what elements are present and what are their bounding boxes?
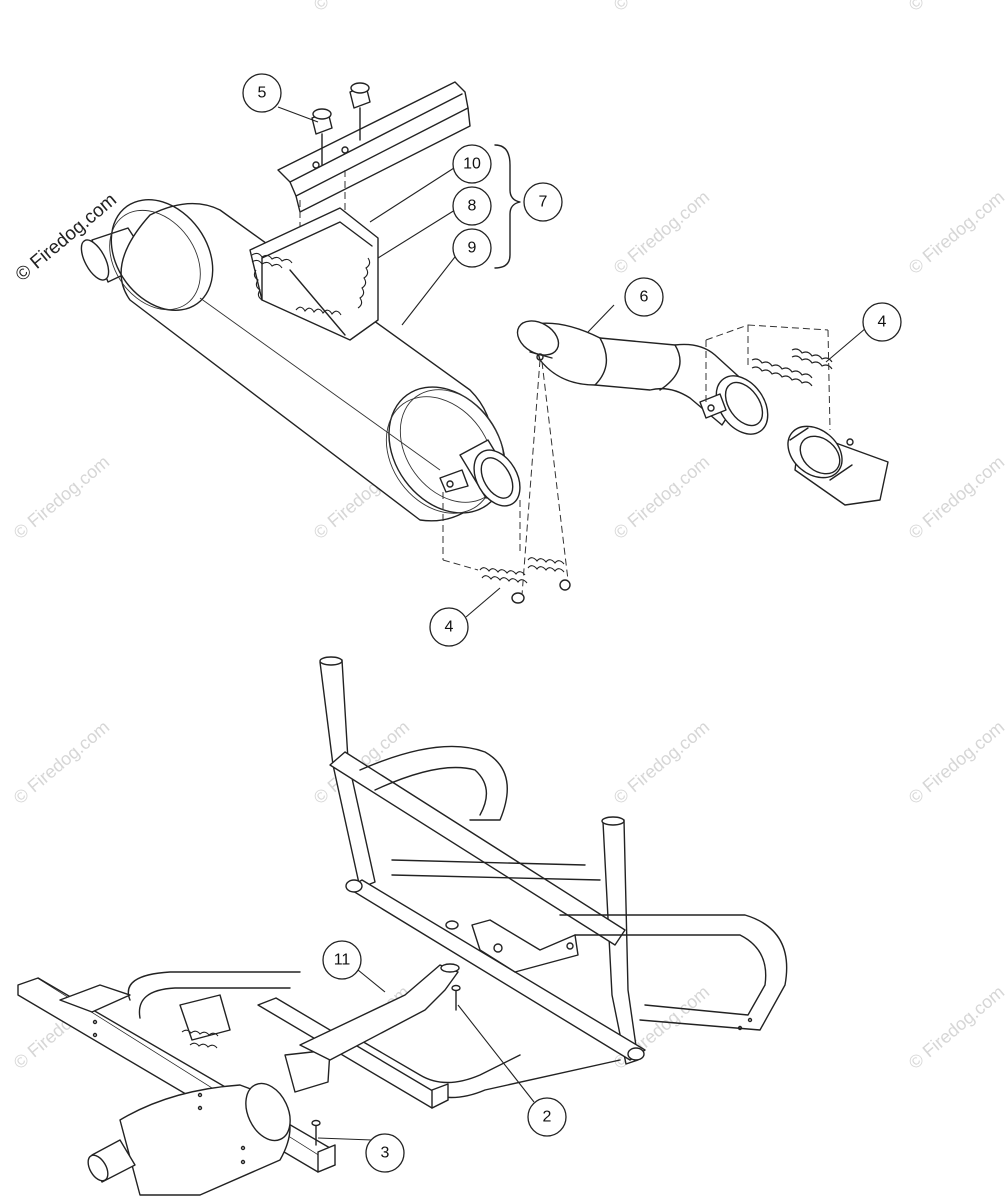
callout-3: 3: [365, 1133, 405, 1173]
callout-7: 7: [523, 182, 563, 222]
callout-11: 11: [322, 940, 362, 980]
watermark: © Firedog.com: [610, 187, 713, 278]
callout-6: 6: [624, 277, 664, 317]
watermark: © Firedog.com: [10, 717, 113, 808]
svg-text:6: 6: [640, 289, 649, 306]
watermark: © Firedog.com: [10, 452, 113, 543]
svg-text:10: 10: [463, 156, 481, 173]
watermark: © Firedog.com: [610, 717, 713, 808]
svg-text:3: 3: [381, 1145, 390, 1162]
svg-text:9: 9: [468, 240, 477, 257]
svg-text:4: 4: [445, 619, 454, 636]
callout-4-lower: 4: [429, 607, 469, 647]
leader-lines: [277, 106, 867, 1141]
callout-2: 2: [527, 1097, 567, 1137]
watermark-grid: © Firedog.com © Firedog.com © Firedog.co…: [10, 0, 1006, 1073]
svg-text:7: 7: [539, 194, 548, 211]
watermark: © Firedog.com: [905, 982, 1006, 1073]
vehicle-frame: [17, 656, 788, 1196]
watermark: © Firedog.com: [905, 0, 1006, 15]
svg-text:2: 2: [543, 1109, 552, 1126]
callout-8: 8: [452, 186, 492, 226]
watermark: © Firedog.com: [310, 0, 413, 15]
watermark: © Firedog.com: [905, 187, 1006, 278]
group-brace: [494, 144, 521, 269]
callout-10: 10: [452, 144, 492, 184]
head-pipe: [516, 320, 769, 435]
callout-5: 5: [242, 73, 282, 113]
svg-text:8: 8: [468, 198, 477, 215]
svg-text:5: 5: [258, 85, 267, 102]
callout-4-upper: 4: [862, 302, 902, 342]
svg-text:11: 11: [334, 952, 351, 969]
exhaust-connector-pipe: [787, 425, 889, 506]
watermark: © Firedog.com: [610, 0, 713, 15]
svg-text:4: 4: [878, 314, 887, 331]
springs-lower-center: [442, 359, 571, 604]
muffler: [80, 199, 521, 522]
callout-9: 9: [452, 228, 492, 268]
mount-bracket-assembly: [249, 81, 471, 341]
watermark: © Firedog.com: [905, 452, 1006, 543]
springs-upper-right: [705, 324, 833, 431]
watermark: © Firedog.com: [610, 452, 713, 543]
watermark: © Firedog.com: [905, 717, 1006, 808]
